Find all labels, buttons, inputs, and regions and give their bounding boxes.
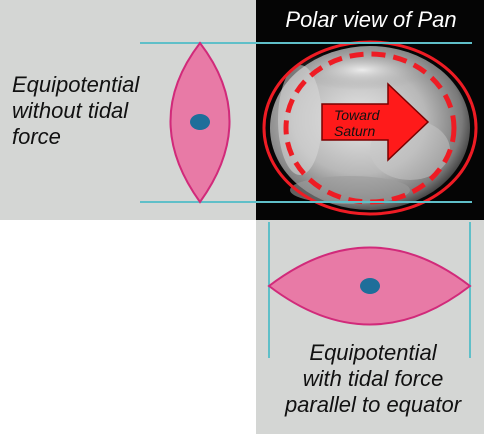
arrow-label-line-2: Saturn [334, 123, 375, 139]
dashed-equipotential-outline [283, 51, 457, 205]
arrow-label-line-1: Toward [334, 107, 381, 123]
toward-saturn-arrow: Toward Saturn [321, 82, 430, 162]
left-caption-line-1: Equipotential [12, 72, 140, 97]
right-caption-line-2: with tidal force [302, 366, 444, 391]
center-dot [190, 114, 210, 130]
lens-with-tidal-force [267, 246, 472, 326]
left-caption: Equipotential without tidal force [12, 72, 182, 150]
guide-lines [140, 42, 472, 358]
right-caption-line-3: parallel to equator [284, 392, 462, 417]
lens-without-tidal-force [169, 41, 231, 204]
left-caption-line-2: without tidal [12, 98, 129, 123]
right-caption: Equipotential with tidal force parallel … [262, 340, 484, 418]
photo-title: Polar view of Pan [285, 7, 457, 32]
right-caption-line-1: Equipotential [309, 340, 437, 365]
left-caption-line-3: force [12, 124, 61, 149]
center-dot [360, 278, 380, 294]
